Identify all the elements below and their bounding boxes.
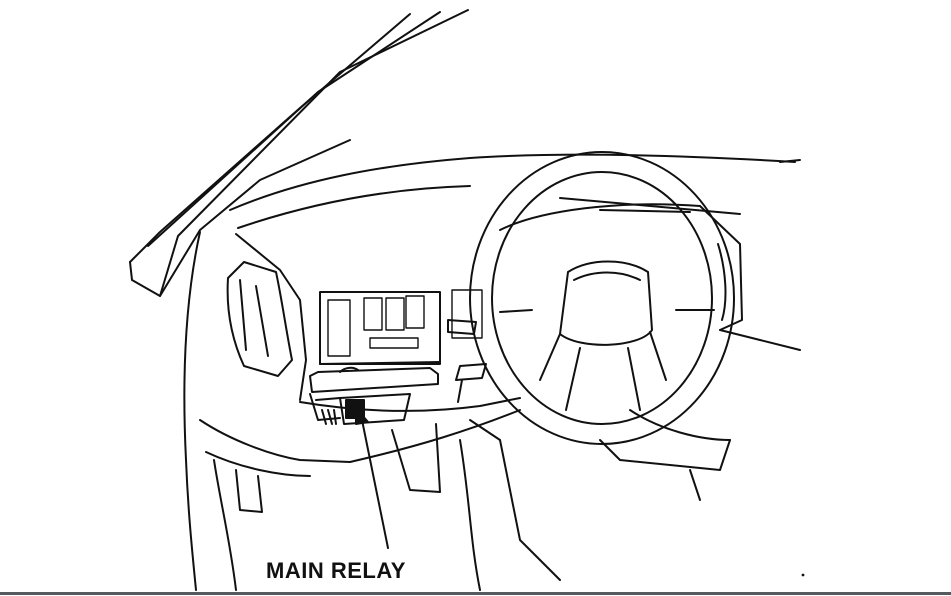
dashboard-top — [229, 153, 801, 229]
dashboard-lower-shelf — [299, 397, 521, 493]
callout-leader-line — [355, 407, 389, 549]
left-air-vent — [226, 261, 293, 377]
instrument-hood — [499, 203, 743, 331]
bottom-rule — [0, 592, 951, 595]
center-console — [319, 291, 441, 365]
dashboard-right-trim — [459, 329, 801, 591]
steering-column-controls — [447, 289, 487, 403]
a-pillar — [129, 9, 469, 297]
dashboard-left-panel — [199, 233, 351, 513]
main-relay-housing — [309, 366, 439, 425]
main-relay-label: MAIN RELAY — [266, 558, 406, 583]
door-edge — [183, 231, 237, 591]
speck-mark — [801, 573, 805, 577]
steering-wheel — [469, 151, 735, 445]
